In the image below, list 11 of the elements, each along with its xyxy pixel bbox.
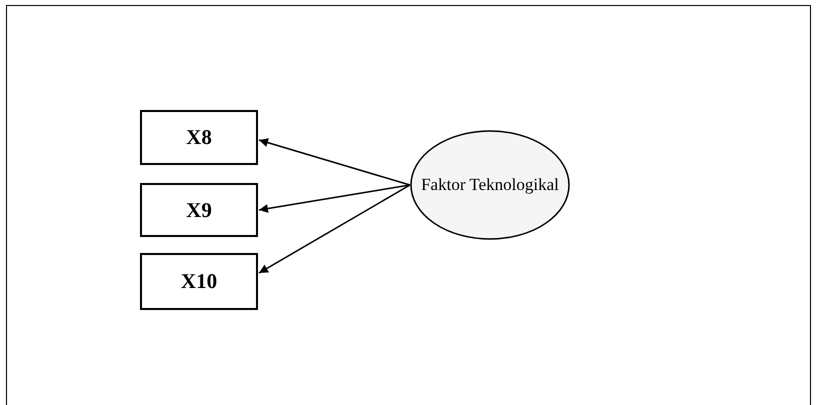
arrow	[258, 184, 410, 213]
indicator-label: X9	[186, 198, 212, 222]
latent-ellipse	[410, 130, 570, 240]
indicator-box	[140, 183, 258, 237]
indicator-label: X8	[186, 125, 212, 150]
factor-label: Faktor Teknologikal	[421, 174, 559, 196]
indicator-label: X10	[180, 269, 218, 294]
indicator-box	[140, 110, 258, 165]
arrow	[258, 184, 410, 274]
indicator-box	[140, 253, 258, 310]
arrow	[258, 138, 410, 186]
